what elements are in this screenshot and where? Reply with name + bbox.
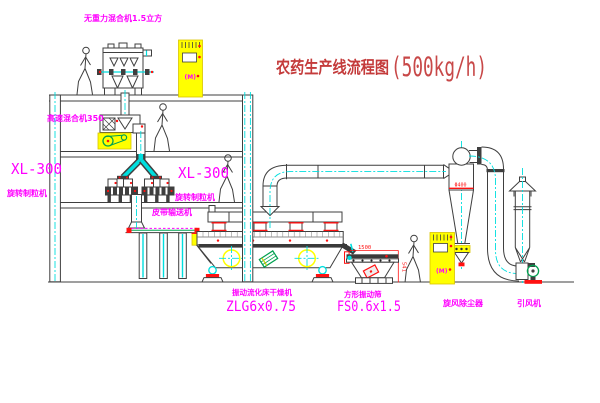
worker-second-floor: [153, 103, 170, 152]
label-granulator-left-name: 旋转制粒机: [6, 188, 47, 198]
label-screen-model: FS0.6x1.5: [337, 299, 401, 315]
granulator-discharge-duct: [127, 194, 146, 230]
cabinet1-motor-label: (M): [185, 74, 197, 81]
cabinet2-motor-label: (M): [436, 268, 448, 275]
cyclone-separator: Φ400: [448, 141, 474, 269]
horizontal-mixer: [97, 42, 154, 118]
dryer-vibration-motor: [258, 250, 279, 268]
label-belt-conveyor: 皮带输送机: [151, 207, 192, 217]
building-structure: [48, 92, 574, 283]
label-cyclone: 旋风除尘器: [442, 298, 484, 308]
label-granulator-left-model: XL-300: [11, 160, 62, 178]
label-dryer-model: ZLG6x0.75: [226, 299, 296, 315]
induced-draft-fan: [515, 262, 542, 284]
control-cabinet-ground: (M): [429, 232, 455, 285]
worker-ground: [404, 234, 421, 283]
label-high-speed-mixer: 高速混合机350: [47, 113, 104, 123]
screen-length-dim: 1500: [358, 245, 371, 251]
label-granulator-right-name: 旋转制粒机: [174, 192, 215, 202]
screen-vibration-motor: [362, 264, 380, 279]
vibrating-screen: 1500 541: [344, 245, 407, 284]
label-fan: 引风机: [517, 298, 541, 308]
dryer-stubs: [211, 221, 339, 232]
high-speed-mixer: [97, 114, 146, 163]
label-granulator-right-model: XL-300: [178, 164, 229, 182]
label-screen-name: 方形振动筛: [344, 289, 382, 299]
title-main: 农药生产线流程图: [275, 57, 389, 77]
conveyor-legs: [138, 232, 187, 279]
label-dryer-name: 振动流化床干燥机: [232, 287, 292, 297]
labels: 无重力混合机1.5立方 农药生产线流程图 (500kg/h) 高速混合机350 …: [6, 13, 541, 315]
dryer-foot-left: [201, 265, 224, 283]
cyclone-diameter-dim: Φ400: [455, 183, 467, 189]
right-column: [242, 92, 254, 283]
belt-conveyor: [125, 227, 202, 279]
dryer-foot-right: [311, 265, 334, 283]
worker-roof: [76, 46, 93, 95]
screen-height-dim: 541: [401, 262, 407, 272]
fan-piping: [468, 146, 520, 282]
y-splitter-duct: [117, 154, 162, 180]
dryer-discharge-chute: [340, 242, 357, 255]
control-cabinet-top: (M): [178, 39, 203, 98]
label-top-mixer: 无重力混合机1.5立方: [83, 13, 162, 23]
fluid-bed-dryer: [196, 205, 357, 283]
title-capacity: (500kg/h): [391, 52, 487, 83]
granulator-right: [141, 178, 175, 204]
